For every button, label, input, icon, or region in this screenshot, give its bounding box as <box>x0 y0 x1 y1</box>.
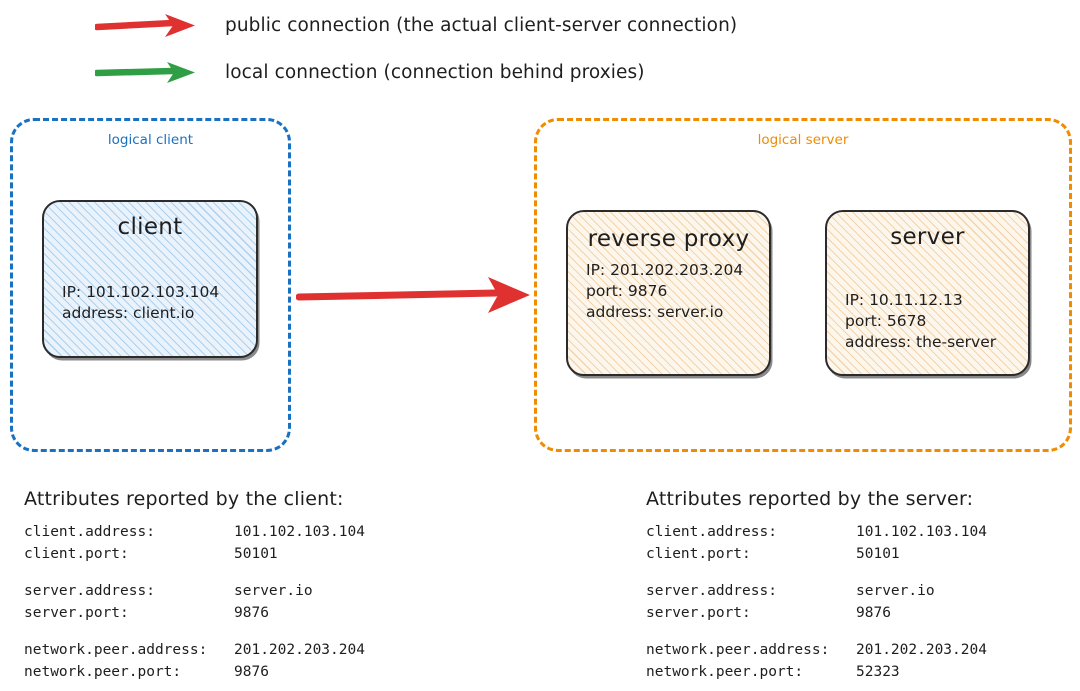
node-server: server IP: 10.11.12.13 port: 5678 addres… <box>825 210 1030 376</box>
node-reverse-proxy-ip: IP: 201.202.203.204 <box>586 261 744 279</box>
attribute-row: client.port: 50101 <box>24 544 365 566</box>
attribute-row: server.address: server.io <box>646 581 987 603</box>
attribute-key: server.address: <box>24 583 155 599</box>
attribute-row: network.peer.port: 52323 <box>646 662 987 684</box>
public-connection-arrow <box>296 277 530 313</box>
legend: public connection (the actual client-ser… <box>0 0 1080 100</box>
attributes-client-heading: Attributes reported by the client: <box>24 488 344 510</box>
attribute-row: client.address: 101.102.103.104 <box>646 522 987 544</box>
node-reverse-proxy-address: address: server.io <box>586 303 724 321</box>
attribute-key: network.peer.port: <box>646 663 804 680</box>
attributes-server-table: client.address: 101.102.103.104 client.por… <box>646 522 987 683</box>
attributes-panel-server: Attributes reported by the server: clien… <box>646 486 987 683</box>
node-reverse-proxy-details: IP: 201.202.203.204 port: 9876 address: … <box>568 256 769 323</box>
attribute-row: server.port: 9876 <box>646 603 987 625</box>
attribute-value: 201.202.203.204 <box>856 642 987 658</box>
attribute-value: 101.102.103.104 <box>856 524 987 540</box>
green-arrow-icon <box>95 62 195 83</box>
attribute-value: 50101 <box>234 545 278 562</box>
node-client-details: IP: 101.102.103.104 address: client.io <box>44 242 256 324</box>
attribute-key: server.port: <box>646 604 751 621</box>
attribute-value: 9876 <box>856 604 891 621</box>
attribute-row: network.peer.address: 201.202.203.204 <box>24 640 365 662</box>
attributes-server-heading: Attributes reported by the server: <box>646 488 974 510</box>
node-server-address: address: the-server <box>845 333 997 351</box>
attribute-row: server.port: 9876 <box>24 603 365 625</box>
logical-client-label: logical client <box>101 129 200 151</box>
node-client-address: address: client.io <box>62 304 195 322</box>
attribute-key: client.address: <box>24 524 155 540</box>
node-server-title: server <box>890 224 965 250</box>
attribute-value: 101.102.103.104 <box>234 524 365 540</box>
node-reverse-proxy: reverse proxy IP: 201.202.203.204 port: … <box>566 210 771 376</box>
node-server-port: port: 5678 <box>845 312 927 330</box>
attribute-key: network.peer.address: <box>646 642 830 658</box>
attribute-group-spacer <box>24 565 365 581</box>
attribute-key: client.port: <box>646 545 751 562</box>
attribute-value: 50101 <box>856 545 900 562</box>
attribute-value: server.io <box>234 583 313 599</box>
logical-server-container: logical server <box>534 118 1072 452</box>
legend-label-local-connection: local connection (connection behind prox… <box>225 61 645 83</box>
attribute-row: client.address: 101.102.103.104 <box>24 522 365 544</box>
node-client: client IP: 101.102.103.104 address: clie… <box>42 200 258 358</box>
node-client-title: client <box>117 214 183 240</box>
legend-item-local-connection: local connection (connection behind prox… <box>95 59 645 85</box>
attributes-panel-client: Attributes reported by the client: clien… <box>24 486 365 683</box>
attribute-group-spacer <box>646 565 987 581</box>
red-arrow-icon <box>95 14 195 37</box>
attribute-value: 201.202.203.204 <box>234 642 365 658</box>
attributes-client-table: client.address: 101.102.103.104 client.por… <box>24 522 365 683</box>
attribute-value: 9876 <box>234 663 269 680</box>
node-client-ip: IP: 101.102.103.104 <box>62 283 220 301</box>
attribute-key: network.peer.port: <box>24 663 182 680</box>
attribute-row: network.peer.address: 201.202.203.204 <box>646 640 987 662</box>
node-reverse-proxy-title: reverse proxy <box>587 226 750 252</box>
attribute-row: server.address: server.io <box>24 581 365 603</box>
attribute-key: client.port: <box>24 545 129 562</box>
attribute-row: client.port: 50101 <box>646 544 987 566</box>
attribute-value: server.io <box>856 583 935 599</box>
attribute-key: client.address: <box>646 524 777 540</box>
attribute-value: 9876 <box>234 604 269 621</box>
attribute-key: network.peer.address: <box>24 642 208 658</box>
attribute-key: server.port: <box>24 604 129 621</box>
node-reverse-proxy-port: port: 9876 <box>586 282 668 300</box>
node-server-details: IP: 10.11.12.13 port: 5678 address: the-… <box>827 252 1028 353</box>
attribute-group-spacer <box>24 624 365 640</box>
legend-item-public-connection: public connection (the actual client-ser… <box>95 12 737 38</box>
attribute-value: 52323 <box>856 663 900 680</box>
attribute-row: network.peer.port: 9876 <box>24 662 365 684</box>
logical-client-container: logical client <box>10 118 291 452</box>
logical-server-label: logical server <box>751 129 855 151</box>
node-server-ip: IP: 10.11.12.13 <box>845 291 963 309</box>
legend-label-public-connection: public connection (the actual client-ser… <box>225 14 738 36</box>
attribute-key: server.address: <box>646 583 777 599</box>
attribute-group-spacer <box>646 624 987 640</box>
